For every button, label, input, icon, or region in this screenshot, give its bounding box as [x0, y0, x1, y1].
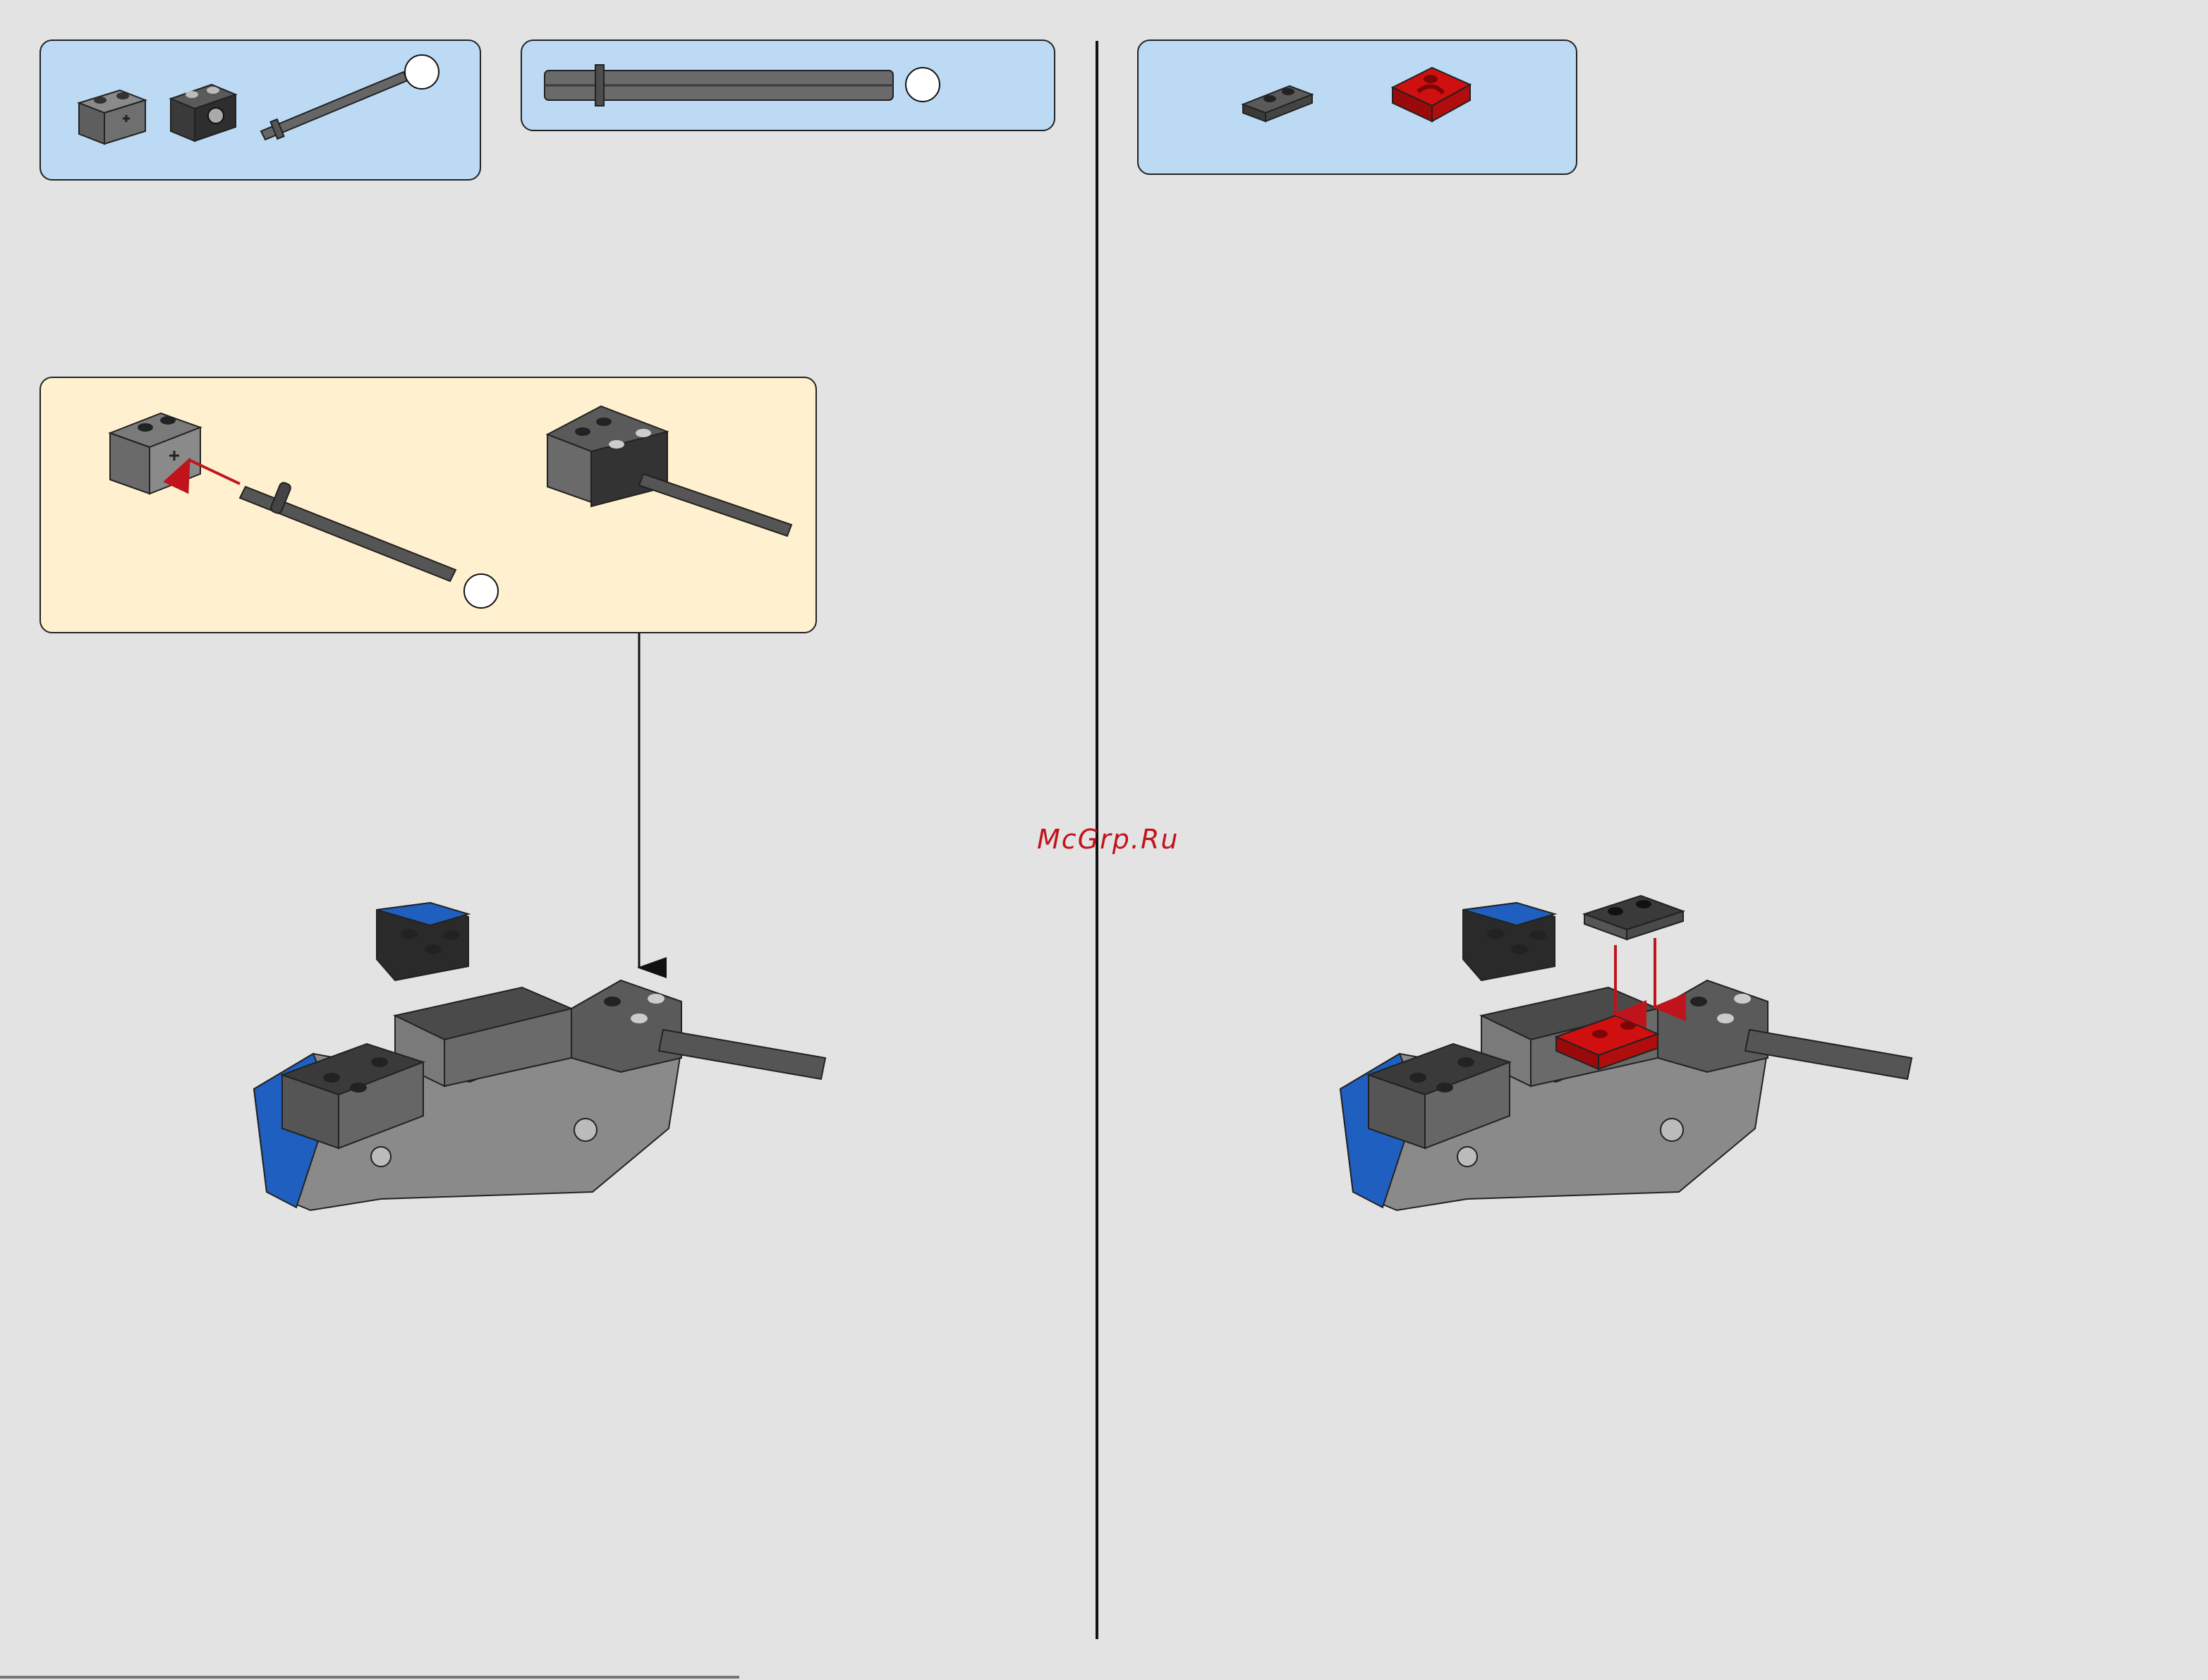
quantity-badge-1	[405, 55, 439, 89]
model-right	[1340, 896, 1912, 1210]
callout-quantity-badge	[464, 574, 498, 608]
plate-1x2-red-bar-holder-icon	[1393, 68, 1470, 121]
technic-axle-with-stop-icon	[261, 72, 408, 140]
plate-1x2-dark-gray-icon	[1243, 86, 1312, 121]
callout-brick-after	[547, 406, 791, 536]
callout-axle	[240, 482, 456, 581]
technic-axle-long-icon	[545, 65, 893, 106]
technic-brick-cross-hole-icon	[79, 90, 145, 144]
callout-brick-before	[110, 413, 200, 494]
watermark-text: McGrp.Ru	[1037, 824, 1179, 855]
model-left	[254, 903, 825, 1210]
quantity-badge-2	[906, 68, 940, 102]
technic-brick-round-hole-icon	[171, 85, 236, 141]
